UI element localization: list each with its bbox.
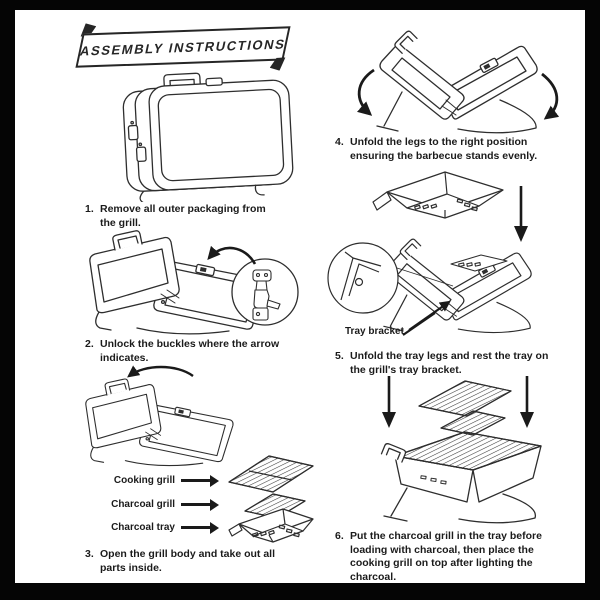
assembled-barbecue-illustration	[343, 370, 573, 528]
step-6-text: Put the charcoal grill in the tray befor…	[350, 530, 542, 583]
tray-bracket-label: Tray bracket	[345, 326, 404, 337]
right-arrow-icon	[181, 474, 219, 487]
step-2-caption: 2. Unlock the buckles where the arrow in…	[85, 338, 320, 365]
instruction-sheet: ASSEMBLY INSTRUCTIONS 1.	[15, 10, 585, 583]
step-5-text: Unfold the tray legs and rest the tray o…	[350, 350, 549, 376]
step-2-number: 2.	[85, 338, 94, 350]
step-3-caption: 3. Open the grill body and take out all …	[85, 548, 320, 575]
step-3-text: Open the grill body and take out all par…	[100, 548, 276, 574]
charcoal-tray-label: Charcoal tray	[111, 522, 175, 533]
step-5-number: 5.	[335, 350, 344, 362]
title-banner-box: ASSEMBLY INSTRUCTIONS	[75, 26, 291, 68]
charcoal-grill-label-row: Charcoal grill	[111, 498, 219, 511]
charcoal-tray-label-row: Charcoal tray	[111, 521, 219, 534]
step-1-caption: 1. Remove all outer packaging from the g…	[85, 203, 310, 230]
step-3-number: 3.	[85, 548, 94, 560]
step-5-caption: 5. Unfold the tray legs and rest the tra…	[335, 350, 583, 377]
title-banner: ASSEMBLY INSTRUCTIONS	[75, 26, 291, 68]
step-4-caption: 4. Unfold the legs to the right position…	[335, 136, 575, 163]
step-1-number: 1.	[85, 203, 94, 215]
tray-bracket-illustration: Tray bracket	[323, 162, 583, 348]
right-arrow-icon	[181, 521, 219, 534]
exploded-parts-illustration: Cooking grill Charcoal grill Charcoal tr…	[73, 362, 315, 546]
step-2-text: Unlock the buckles where the arrow indic…	[100, 338, 280, 364]
cooking-grill-label: Cooking grill	[113, 475, 175, 486]
cooking-grill-label-row: Cooking grill	[113, 474, 219, 487]
closed-suitcase-grill-illustration	[103, 72, 303, 202]
step-1-text: Remove all outer packaging from the gril…	[100, 203, 266, 229]
charcoal-grill-label: Charcoal grill	[111, 499, 175, 510]
right-arrow-icon	[181, 498, 219, 511]
step-6-caption: 6. Put the charcoal grill in the tray be…	[335, 530, 583, 585]
step-4-number: 4.	[335, 136, 344, 148]
buckle-detail-illustration	[77, 230, 305, 336]
unfolded-legs-illustration	[340, 28, 570, 134]
step-6-number: 6.	[335, 530, 344, 542]
step-4-text: Unfold the legs to the right position en…	[350, 136, 538, 162]
page-title: ASSEMBLY INSTRUCTIONS	[78, 35, 288, 59]
